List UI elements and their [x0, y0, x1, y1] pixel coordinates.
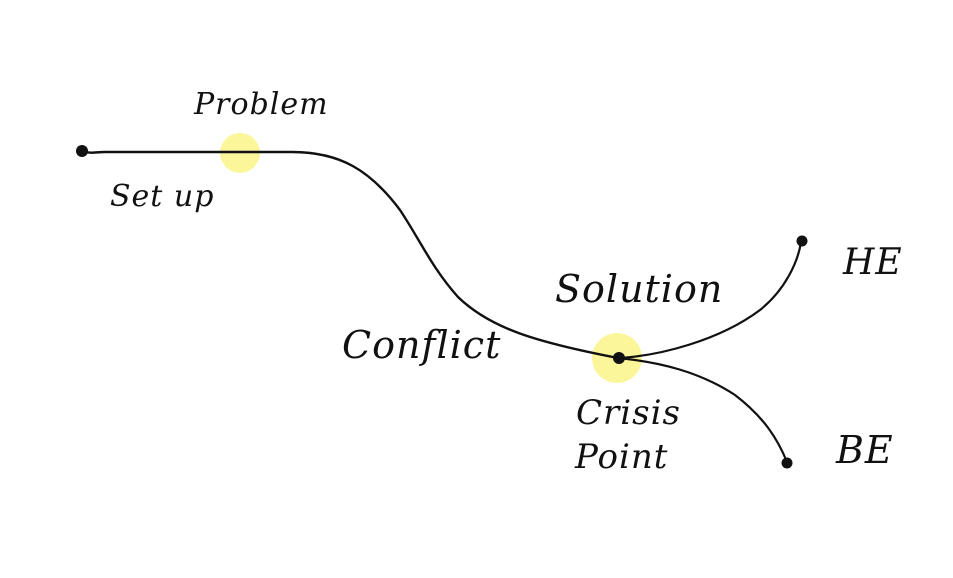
bad-ending-label: BE [836, 428, 894, 472]
conflict-label: Conflict [342, 323, 502, 367]
bad-ending-branch [616, 356, 789, 464]
start-dot [76, 145, 88, 157]
crisis-label-line2: Point [575, 437, 669, 477]
main-story-line [80, 149, 620, 360]
problem-label: Problem [194, 87, 329, 122]
bad-ending-dot [781, 457, 793, 469]
happy-ending-label: HE [843, 242, 903, 283]
setup-label: Set up [110, 179, 215, 214]
solution-label: Solution [555, 267, 724, 311]
happy-ending-branch [616, 240, 803, 360]
happy-ending-dot [796, 235, 808, 247]
crisis-point-dot [613, 352, 625, 364]
crisis-label-line1: Crisis [576, 393, 681, 433]
